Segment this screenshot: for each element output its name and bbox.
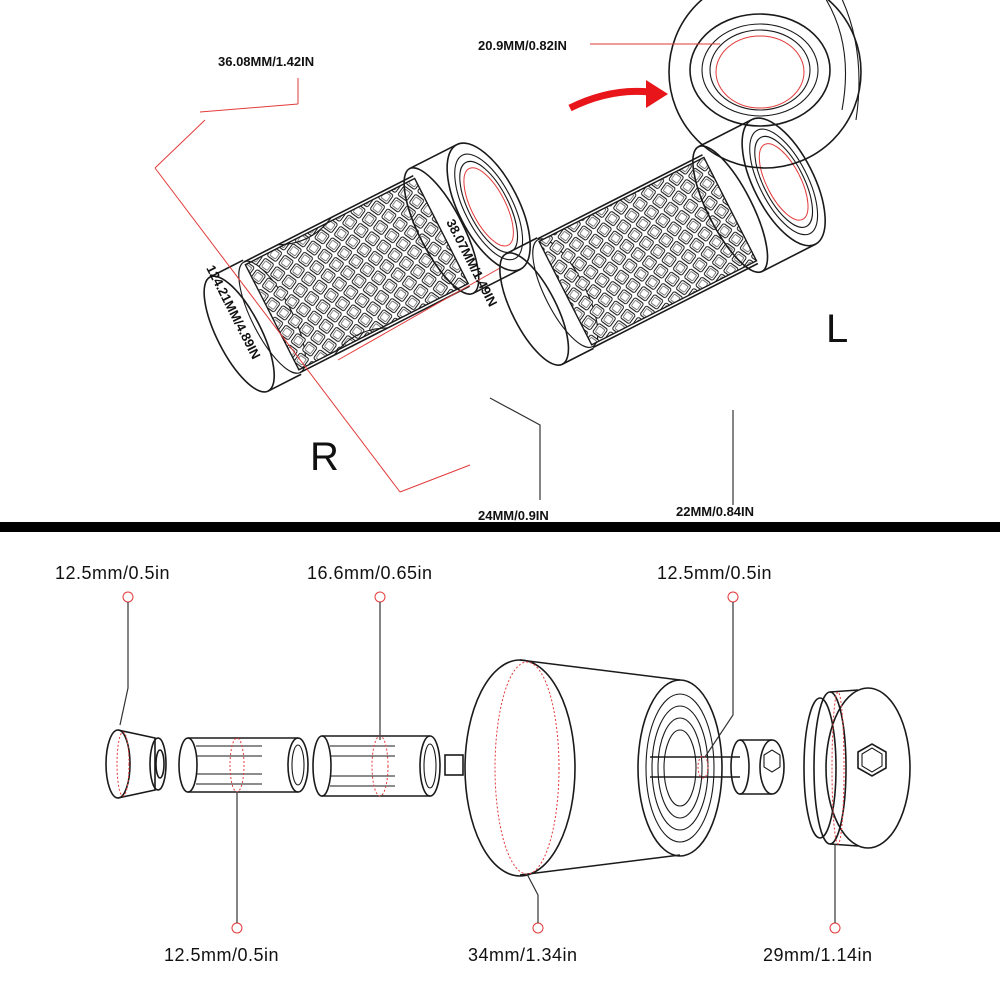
hex-bolt-part <box>650 739 785 795</box>
bar-end-cone-part <box>444 659 723 877</box>
left-side-label: L <box>826 307 848 351</box>
bar-end-exploded-view <box>105 591 911 934</box>
section-divider <box>0 522 1000 532</box>
cone-diameter-label: 12.5mm/0.5in <box>55 563 170 583</box>
left-inner-diameter-label: 22MM/0.84IN <box>676 504 754 519</box>
right-grip-drawing <box>154 78 541 500</box>
expansion-sleeve-part <box>312 735 441 797</box>
bar-end-diameter-label: 34mm/1.34in <box>468 945 578 965</box>
left-detail-inner-diameter-label: 20.9MM/0.82IN <box>478 38 567 53</box>
expansion-sleeve-diameter-label: 16.6mm/0.65in <box>307 563 433 583</box>
slotted-sleeve-part <box>178 737 309 793</box>
right-inner-diameter-label: 24MM/0.9IN <box>478 508 549 523</box>
end-cap-diameter-label: 29mm/1.14in <box>763 945 873 965</box>
bolt-diameter-label: 12.5mm/0.5in <box>657 563 772 583</box>
right-outer-diameter-label: 36.08MM/1.42IN <box>218 54 314 69</box>
left-grip-drawing <box>499 0 862 505</box>
small-cone-part <box>105 729 167 799</box>
sleeve-diameter-label: 12.5mm/0.5in <box>164 945 279 965</box>
right-side-label: R <box>310 435 339 479</box>
end-cap-part <box>803 687 911 849</box>
